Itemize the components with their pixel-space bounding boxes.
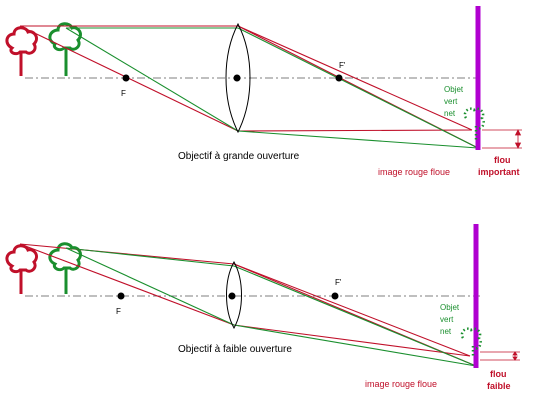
bottom-lens-center-dot <box>228 292 236 300</box>
top-lens-center-dot <box>233 74 241 82</box>
top-focal-point-f <box>122 74 130 82</box>
top-panel: F F' Objet vert net Objectif à grande ou… <box>5 6 522 177</box>
top-green-note-line3: net <box>444 109 456 118</box>
top-green-image-icon <box>463 107 485 140</box>
bottom-blur-indicator <box>480 351 520 361</box>
bottom-green-image-icon <box>460 327 482 358</box>
top-red-tree-icon <box>5 26 38 76</box>
bottom-focal-point-f-prime <box>331 292 339 300</box>
top-red-rays <box>19 25 479 149</box>
bottom-focal-label-f: F <box>116 307 121 316</box>
top-green-note-line1: Objet <box>444 85 464 94</box>
bottom-green-note-line2: vert <box>440 315 454 324</box>
bottom-focal-label-f-prime: F' <box>335 278 342 287</box>
bottom-lens <box>226 260 242 330</box>
bottom-green-note-line3: net <box>440 327 452 336</box>
top-focal-point-f-prime <box>335 74 343 82</box>
bottom-green-tree-icon <box>48 242 82 294</box>
bottom-panel: F F' Objet vert net Objectif à faible ou… <box>5 224 520 391</box>
top-green-tree-icon <box>48 22 82 76</box>
bottom-green-note-line1: Objet <box>440 303 460 312</box>
top-green-rays <box>65 27 479 149</box>
bottom-caption: Objectif à faible ouverture <box>178 344 292 355</box>
top-lens <box>225 22 251 134</box>
top-red-image-label: image rouge floue <box>378 167 450 177</box>
bottom-blur-label-line1: flou <box>490 369 507 379</box>
top-blur-label-line2: important <box>478 167 520 177</box>
top-blur-indicator <box>482 129 522 149</box>
top-green-note-line2: vert <box>444 97 458 106</box>
top-caption: Objectif à grande ouverture <box>178 151 300 162</box>
top-focal-label-f: F <box>121 89 126 98</box>
bottom-red-tree-icon <box>5 244 38 294</box>
bottom-red-image-label: image rouge floue <box>365 379 437 389</box>
top-blur-label-line1: flou <box>494 155 511 165</box>
bottom-green-rays <box>65 247 477 367</box>
top-focal-label-f-prime: F' <box>339 61 346 70</box>
bottom-focal-point-f <box>117 292 125 300</box>
bottom-blur-label-line2: faible <box>487 381 511 391</box>
